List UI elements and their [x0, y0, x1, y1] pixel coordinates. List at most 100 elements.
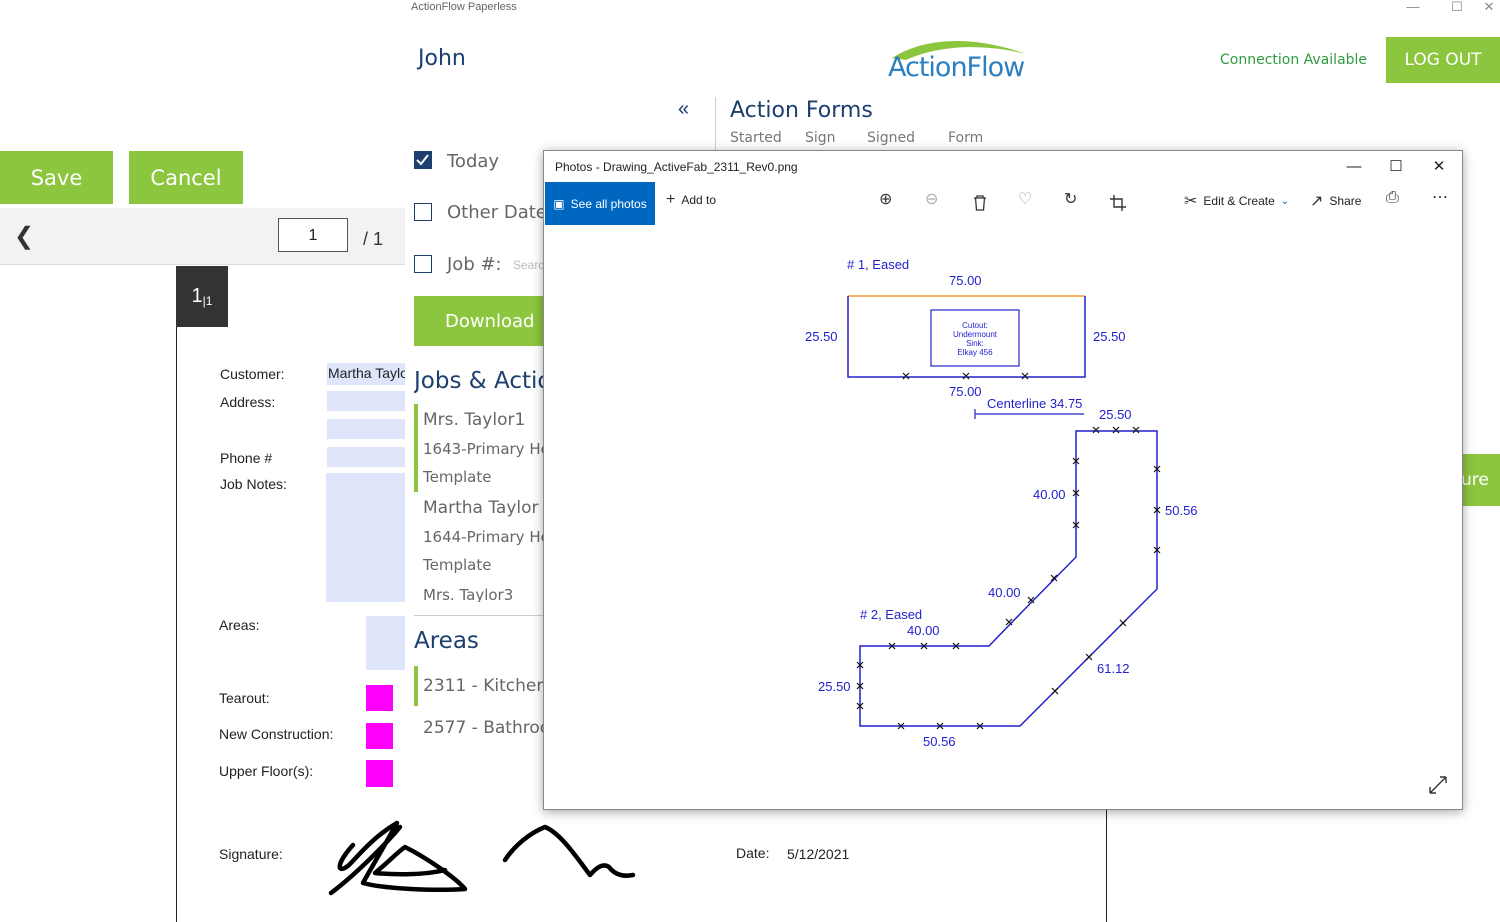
add-to-button[interactable]: + Add to	[666, 191, 716, 209]
logout-button[interactable]: LOG OUT	[1386, 37, 1500, 83]
address-field-1[interactable]	[327, 391, 405, 411]
piece2-inner-diagonal-dim: 40.00	[988, 585, 1021, 600]
sink-cutout	[930, 309, 1020, 367]
piece2-bottom-dim: 50.56	[923, 734, 956, 749]
job-notes-label: Job Notes:	[220, 476, 287, 492]
areas-field[interactable]	[366, 616, 405, 670]
chevron-down-icon: ⌄	[1280, 195, 1290, 207]
area-item-1[interactable]: 2311 - Kitchen	[423, 676, 543, 696]
logo-text: ActionFlow	[888, 52, 1025, 83]
edit-create-icon: ✂	[1184, 193, 1198, 210]
job-address: 1644-Primary Ho	[423, 528, 543, 546]
customer-field[interactable]: Martha Taylor	[327, 363, 405, 385]
today-checkbox[interactable]	[414, 151, 432, 169]
column-sign[interactable]: Sign	[805, 130, 836, 146]
cutout-line-3: Sink:	[966, 339, 984, 348]
customer-value: Martha Taylor	[328, 365, 405, 381]
piece1-right-dim: 25.50	[1093, 329, 1126, 344]
job-item-2[interactable]: Martha Taylor 1644-Primary Ho Template	[414, 494, 543, 582]
date-value: 5/12/2021	[787, 846, 850, 862]
job-name: Mrs. Taylor1	[423, 410, 526, 430]
connection-status: Connection Available	[1220, 52, 1368, 68]
minimize-icon[interactable]: —	[1406, 0, 1420, 14]
print-icon[interactable]: ⎙	[1386, 189, 1399, 206]
share-label: Share	[1329, 194, 1362, 208]
fullscreen-expand-icon[interactable]	[1428, 775, 1448, 800]
job-number-checkbox[interactable]	[414, 255, 432, 273]
photos-minimize-icon[interactable]: —	[1346, 158, 1362, 175]
areas-label: Areas:	[219, 617, 260, 633]
piece1-label: # 1, Eased	[847, 257, 909, 272]
tearout-label: Tearout:	[219, 690, 270, 706]
piece2-top-dim: 25.50	[1099, 407, 1132, 422]
piece2-inner-vertical-dim: 40.00	[1033, 487, 1066, 502]
download-button[interactable]: Download	[414, 296, 544, 346]
user-name: John	[418, 46, 466, 71]
tearout-checkbox[interactable]	[366, 685, 393, 711]
document-edge	[1106, 808, 1107, 922]
cutout-line-1: Cutout:	[962, 321, 988, 330]
column-signed[interactable]: Signed	[867, 130, 916, 146]
maximize-icon[interactable]: ☐	[1451, 0, 1463, 14]
upper-floor-checkbox[interactable]	[366, 760, 393, 787]
zoom-out-icon[interactable]: ⊖	[925, 191, 939, 208]
address-field-2[interactable]	[327, 419, 405, 439]
signature-label: Signature:	[219, 846, 283, 862]
more-options-icon[interactable]: ⋯	[1432, 189, 1448, 206]
back-arrow-icon[interactable]: ❮	[14, 223, 35, 250]
photos-close-icon[interactable]: ✕	[1432, 158, 1446, 175]
piece2-left-dim: 25.50	[818, 679, 851, 694]
see-all-photos-button[interactable]: ▣ See all photos	[545, 182, 655, 225]
favorite-icon[interactable]: ♡	[1018, 191, 1033, 208]
page-total: / 1	[363, 229, 384, 249]
add-to-label: Add to	[681, 193, 717, 207]
seam-marks	[856, 372, 1161, 730]
job-selected-indicator	[414, 404, 418, 492]
page-badge-sub: 1	[205, 293, 213, 308]
edit-create-button[interactable]: ✂ Edit & Create ⌄	[1184, 191, 1289, 211]
collapse-panel-icon[interactable]: «	[678, 98, 690, 120]
action-forms-title: Action Forms	[730, 98, 873, 123]
rotate-icon[interactable]: ↻	[1064, 191, 1078, 208]
phone-field[interactable]	[327, 447, 405, 467]
area-selected-indicator	[414, 666, 418, 706]
page-badge-separator: |	[202, 293, 206, 308]
document-page	[176, 266, 1107, 922]
area-item-2[interactable]: 2577 - Bathroom	[423, 718, 543, 738]
edit-create-label: Edit & Create	[1203, 194, 1275, 208]
zoom-in-icon[interactable]: ⊕	[879, 191, 893, 208]
photos-title: Photos - Drawing_ActiveFab_2311_Rev0.png	[555, 160, 798, 174]
job-search-input[interactable]: Search	[513, 258, 543, 272]
job-item-1[interactable]: Mrs. Taylor1 1643-Primary Ho Template	[414, 404, 543, 492]
section-divider	[414, 615, 543, 616]
address-label: Address:	[220, 394, 276, 410]
actionflow-logo: ActionFlow	[886, 38, 1031, 86]
see-all-label: See all photos	[570, 196, 647, 211]
piece1-left-dim: 25.50	[805, 329, 838, 344]
column-form[interactable]: Form	[948, 130, 984, 146]
close-icon[interactable]: ✕	[1483, 0, 1495, 14]
phone-label: Phone #	[220, 450, 273, 466]
panel-divider	[715, 97, 716, 152]
save-button[interactable]: Save	[0, 151, 113, 204]
signature-capture-button[interactable]: ure	[1461, 454, 1500, 506]
job-type: Template	[423, 468, 492, 486]
app-title: ActionFlow Paperless	[411, 1, 517, 13]
column-started[interactable]: Started	[730, 130, 782, 146]
signature-drawing[interactable]	[325, 815, 645, 905]
share-button[interactable]: ↗ Share	[1310, 191, 1361, 211]
piece2-outer-vertical-dim: 50.56	[1165, 503, 1198, 518]
other-date-checkbox[interactable]	[414, 203, 432, 221]
plus-icon: +	[666, 191, 676, 208]
job-item-3[interactable]: Mrs. Taylor3	[414, 582, 543, 602]
page-number-input[interactable]: 1	[278, 218, 348, 252]
delete-icon[interactable]	[973, 195, 987, 216]
photos-maximize-icon[interactable]: ☐	[1389, 158, 1403, 175]
cutout-line-2: Undermount	[953, 330, 998, 339]
new-construction-checkbox[interactable]	[366, 723, 393, 749]
job-address: 1643-Primary Ho	[423, 440, 543, 458]
upper-floor-label: Upper Floor(s):	[219, 763, 314, 779]
cancel-button[interactable]: Cancel	[129, 151, 243, 204]
job-notes-field[interactable]	[326, 473, 405, 602]
crop-icon[interactable]	[1110, 195, 1126, 216]
